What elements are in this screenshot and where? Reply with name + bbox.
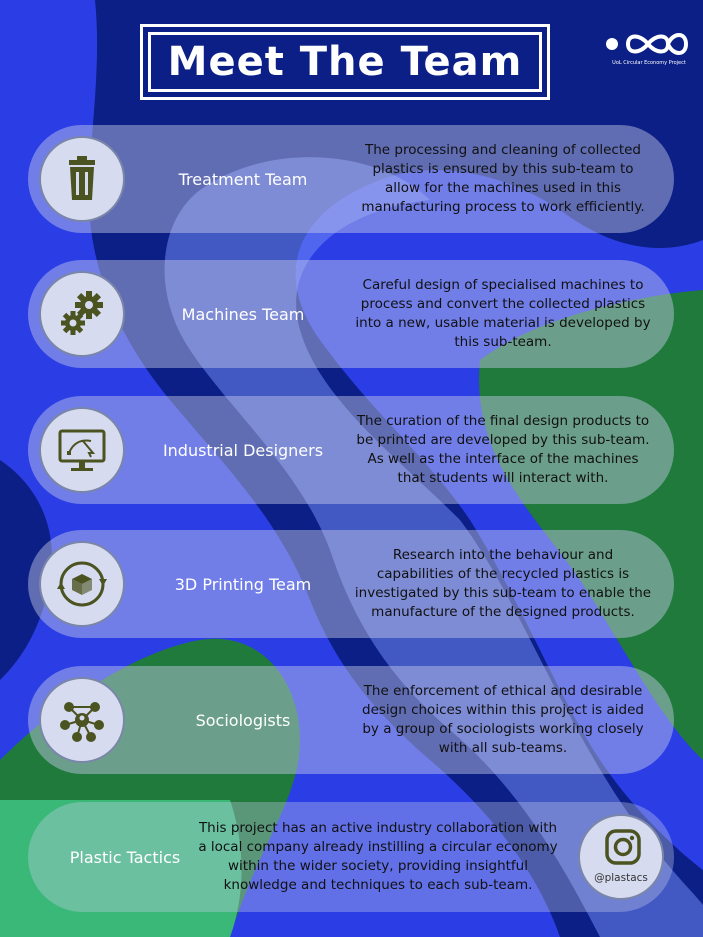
team-name: Machines Team [181, 304, 305, 324]
partner-row: Plastic Tactics This project has an acti… [28, 802, 674, 912]
partner-name: Plastic Tactics [69, 847, 181, 867]
team-name: Sociologists [195, 710, 291, 730]
team-description: The processing and cleaning of collected… [361, 142, 645, 215]
team-name: Industrial Designers [162, 440, 324, 460]
instagram-badge[interactable]: @plastacs [578, 814, 664, 900]
partner-description: This project has an active industry coll… [198, 820, 558, 893]
team-name: 3D Printing Team [174, 574, 312, 594]
trash-can-icon [69, 156, 95, 200]
instagram-icon [605, 829, 641, 865]
logo-caption: UoL Circular Economy Project [612, 60, 686, 66]
team-description: The curation of the final design product… [356, 413, 650, 486]
team-row-sociologists: Sociologists The enforcement of ethical … [28, 666, 674, 774]
team-description: Research into the behaviour and capabili… [354, 547, 652, 620]
team-icon-circle [39, 271, 125, 357]
design-monitor-icon [58, 429, 106, 471]
team-name: Treatment Team [178, 169, 308, 189]
team-description: Careful design of specialised machines t… [355, 277, 651, 350]
team-row-industrial-designers: Industrial Designers The curation of the… [28, 396, 674, 504]
instagram-handle[interactable]: @plastacs [594, 872, 648, 884]
gears-icon [61, 291, 103, 335]
team-icon-circle [39, 541, 125, 627]
infinity-logo-icon [606, 33, 689, 55]
team-row-machines: Machines Team Careful design of speciali… [28, 260, 674, 368]
team-icon-circle [39, 136, 125, 222]
recycle-box-icon [57, 561, 107, 607]
title-box: Meet The Team [140, 24, 550, 100]
people-network-icon [60, 702, 104, 742]
team-row-3d-printing: 3D Printing Team Research into the behav… [28, 530, 674, 638]
team-description: The enforcement of ethical and desirable… [362, 683, 644, 756]
team-row-treatment: Treatment Team The processing and cleani… [28, 125, 674, 233]
team-icon-circle [39, 677, 125, 763]
page-title: Meet The Team [167, 39, 523, 85]
team-icon-circle [39, 407, 125, 493]
